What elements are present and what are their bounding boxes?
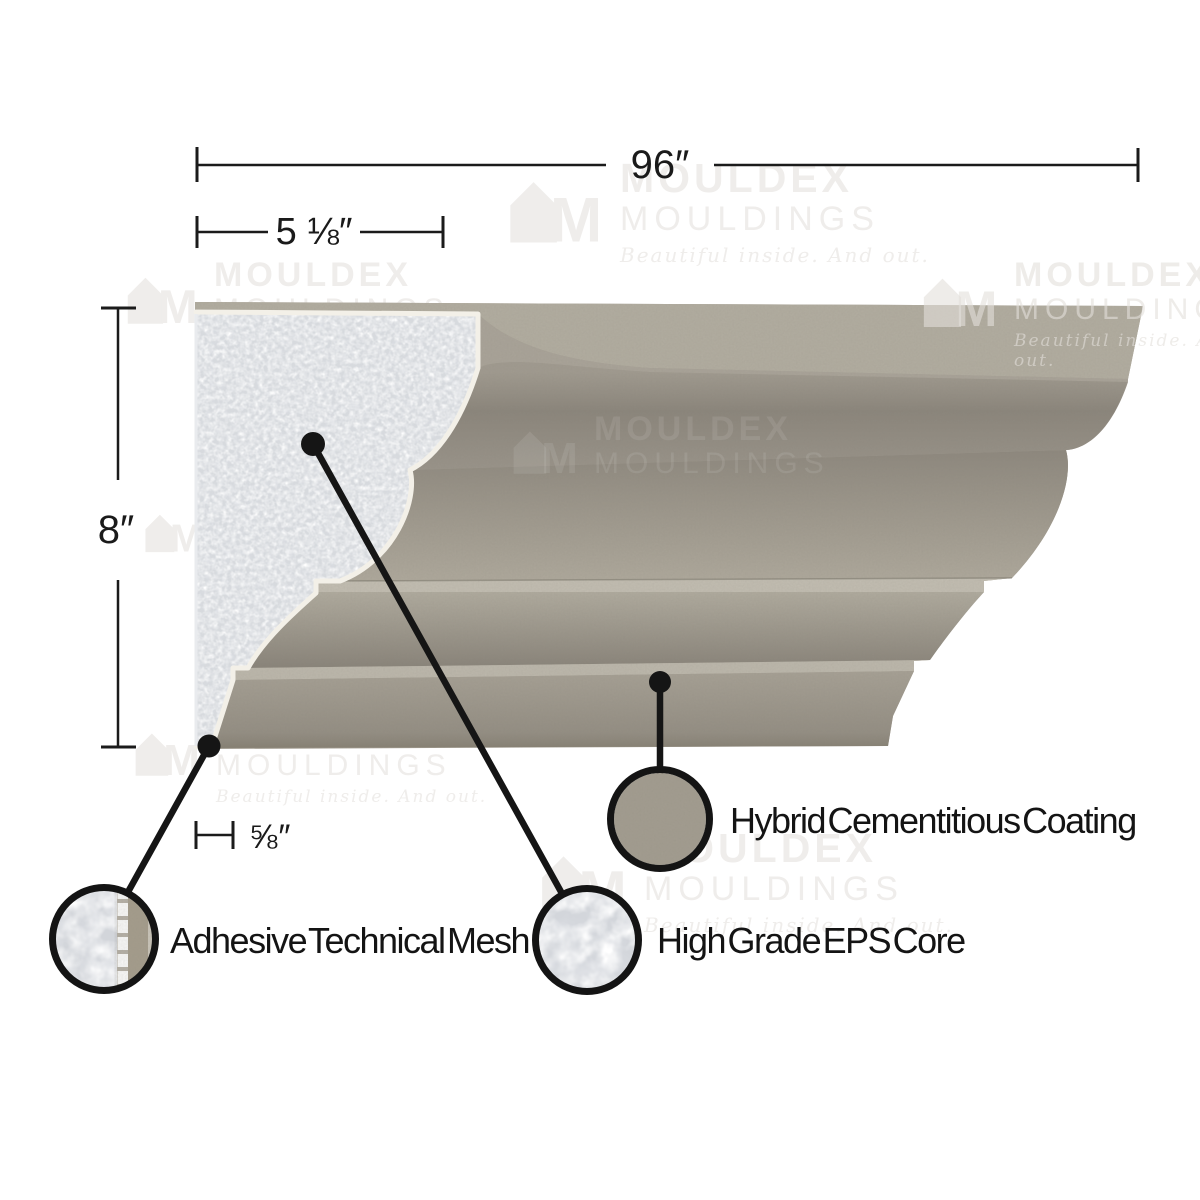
dimension-96-line: [195, 147, 1140, 182]
callout-leaders: [119, 440, 664, 912]
leader-line-mesh: [119, 742, 213, 905]
dimension-lines: [101, 147, 1140, 849]
callout-circle-eps: [532, 885, 642, 995]
dimension-5-8-line: [194, 821, 235, 849]
callout-label-mesh: Adhesive Technical Mesh: [170, 920, 531, 961]
callout-label-eps: High Grade EPS Core: [657, 920, 966, 961]
dimension-5-8-label: ⅝″: [249, 818, 292, 856]
callout-circle-mesh: [49, 884, 159, 994]
callout-circle-coating: [607, 766, 713, 872]
dimension-8-line: [101, 306, 136, 749]
dimension-96-label: 96″: [630, 143, 690, 187]
callout-dots: [197, 432, 671, 758]
dimension-5-1-8-label: 5 ⅛″: [275, 211, 353, 253]
callout-dot-mesh: [197, 734, 221, 758]
callout-dot-eps: [301, 432, 325, 456]
callout-dot-coating: [649, 671, 671, 693]
callout-label-coating: Hybrid Cementitious Coating: [730, 800, 1137, 841]
coating-edge-line: [193, 309, 481, 750]
dimension-5-1-8-line: [195, 216, 445, 248]
dimension-8-label: 8″: [97, 508, 135, 552]
leader-line-eps: [309, 440, 574, 912]
